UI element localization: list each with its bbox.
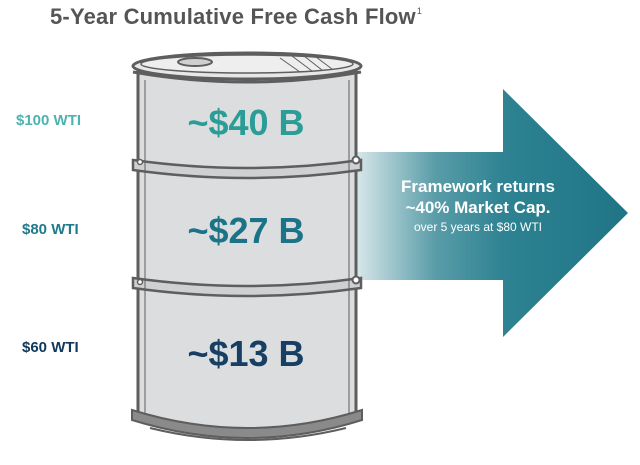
oil-barrel-icon <box>131 51 363 441</box>
arrow-line-3: over 5 years at $80 WTI <box>413 220 543 234</box>
fcf-value-60-wti: ~$13 B <box>187 333 305 374</box>
scenario-label-60-wti: $60 WTI <box>22 339 79 356</box>
title-text: 5-Year Cumulative Free Cash Flow <box>50 4 416 29</box>
arrow-callout: Framework returns ~40% Market Cap. over … <box>368 176 588 236</box>
arrow-line-1: Framework returns <box>401 177 555 196</box>
arrow-line-2: ~40% Market Cap. <box>405 198 551 217</box>
scenario-label-80-wti: $80 WTI <box>22 221 79 238</box>
fcf-value-100-wti: ~$40 B <box>187 102 305 143</box>
page-title: 5-Year Cumulative Free Cash Flow1 <box>50 4 422 30</box>
scenario-label-100-wti: $100 WTI <box>16 112 82 129</box>
footnote-marker: 1 <box>416 6 423 16</box>
right-arrow-icon <box>352 89 628 337</box>
fcf-value-80-wti: ~$27 B <box>187 210 305 251</box>
